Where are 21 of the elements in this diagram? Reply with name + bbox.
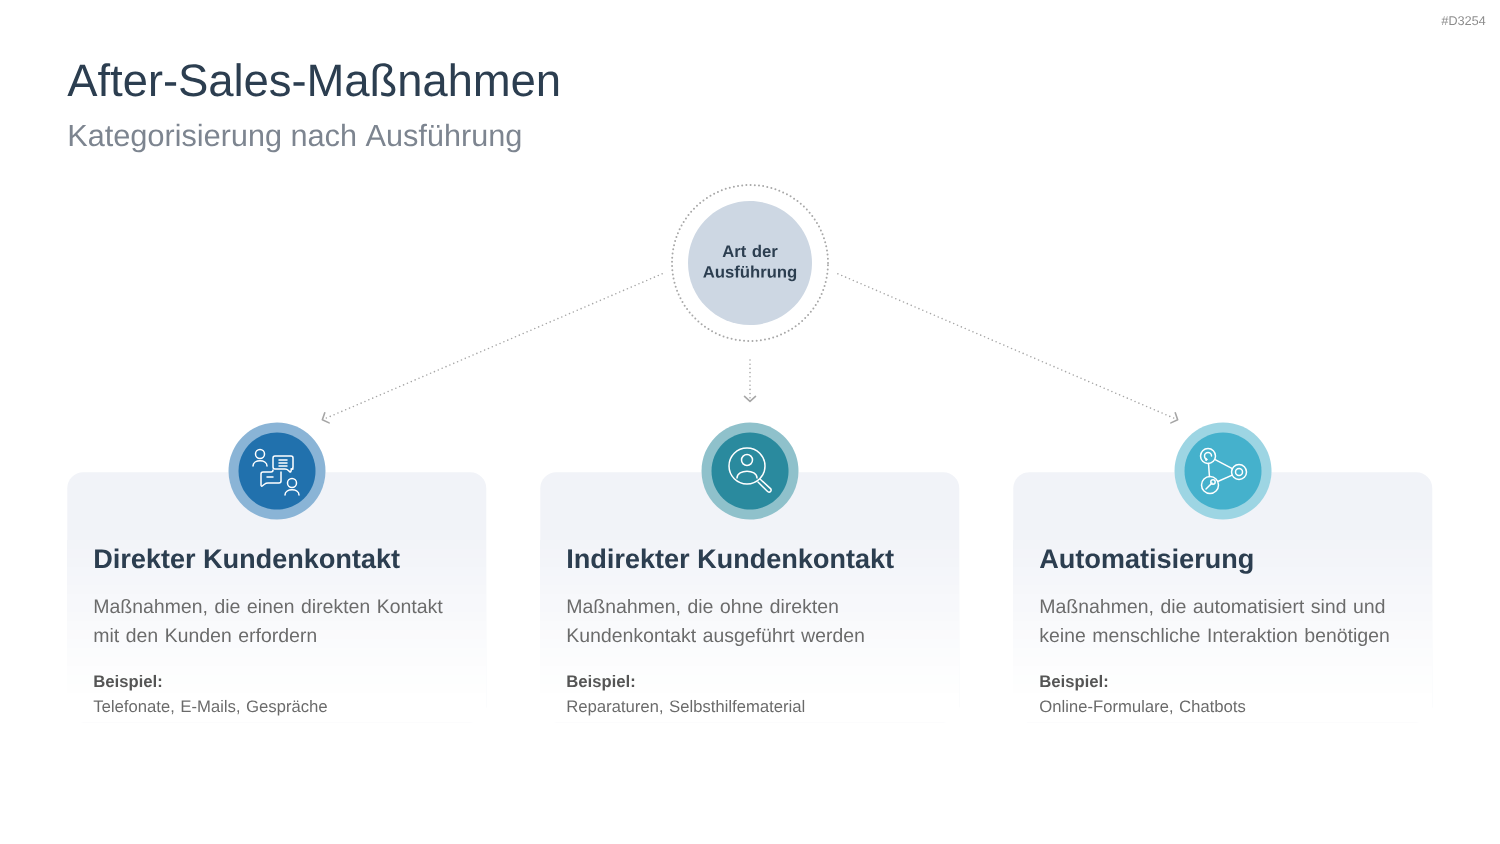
network-icon (1174, 422, 1272, 520)
arrow (837, 273, 1179, 424)
card-heading: Indirekter Kundenkontakt (568, 548, 894, 569)
example-text: Online-Formulare, Chatbots (1040, 699, 1246, 715)
card-heading: Automatisierung (1039, 548, 1253, 574)
title: After-Sales-Maßnahmen (67, 63, 559, 97)
card-description: Maßnahmen, die ohne direkten Kundenkontakt ausgeführt werden (567, 598, 864, 647)
person-search-icon (701, 422, 799, 520)
example-text: Reparaturen, Selbsthilfematerial (567, 699, 805, 716)
example-heading: Beispiel: (1040, 674, 1108, 691)
example-heading: Beispiel: (94, 674, 162, 691)
id-tag: #D3254 (1441, 16, 1486, 26)
card-description: Maßnahmen, die einen direkten Kontakt mit den Kunden erfordern (94, 598, 443, 643)
arrow (321, 273, 663, 424)
example-text: Telefonate, E-Mails, Gespräche (93, 699, 327, 716)
card-description: Maßnahmen, die automatisiert sind und keine menschliche Interaktion benötigen (1040, 598, 1389, 647)
example-heading: Beispiel: (567, 674, 635, 691)
people-chat-icon (228, 422, 326, 520)
arrow (743, 359, 757, 403)
card-heading: Direkter Kundenkontakt (95, 548, 400, 569)
subtitle: Kategorisierung nach Ausführung (69, 123, 521, 153)
